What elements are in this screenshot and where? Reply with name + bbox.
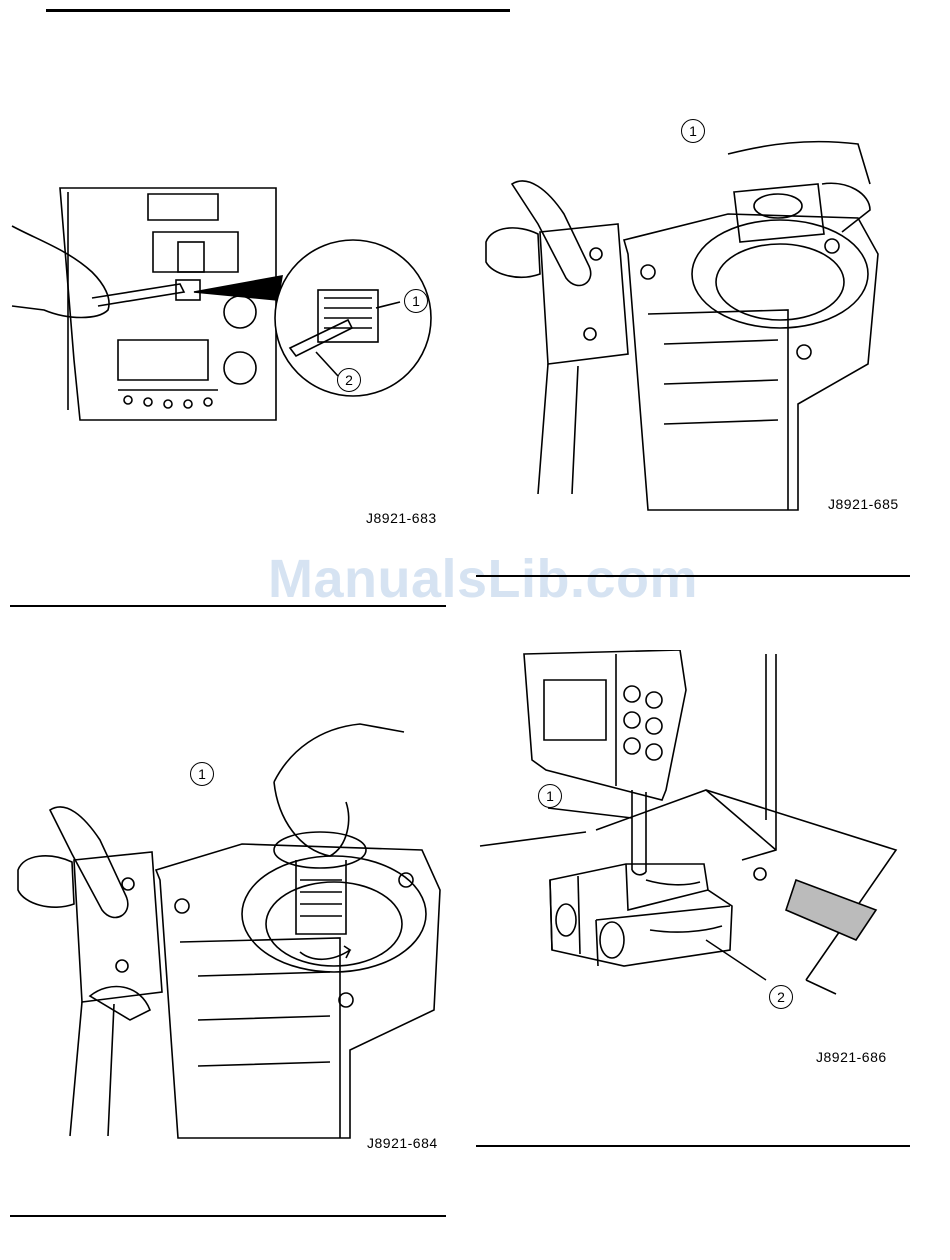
figure-684-illustration — [10, 720, 446, 1140]
callout-2: 2 — [769, 985, 793, 1009]
top-rule — [46, 9, 510, 12]
figure-code: J8921-683 — [366, 510, 437, 526]
section-rule — [476, 575, 910, 577]
figure-686-illustration — [476, 650, 910, 1000]
section-rule — [476, 1145, 910, 1147]
figure-683-illustration — [8, 180, 448, 480]
figure-685-illustration — [478, 114, 910, 514]
figure-code: J8921-685 — [828, 496, 899, 512]
section-rule — [10, 1215, 446, 1217]
callout-1: 1 — [190, 762, 214, 786]
figure-code: J8921-686 — [816, 1049, 887, 1065]
callout-1: 1 — [538, 784, 562, 808]
figure-686: 1 2 J8921-686 — [476, 650, 910, 1070]
callout-1: 1 — [681, 119, 705, 143]
figure-685: 1 J8921-685 — [478, 114, 910, 524]
callout-1: 1 — [404, 289, 428, 313]
watermark: ManualsLib.com — [268, 548, 698, 610]
callout-2: 2 — [337, 368, 361, 392]
figure-684: 1 J8921-684 — [10, 720, 446, 1160]
figure-code: J8921-684 — [367, 1135, 438, 1151]
figure-683: 1 2 J8921-683 — [8, 180, 448, 540]
